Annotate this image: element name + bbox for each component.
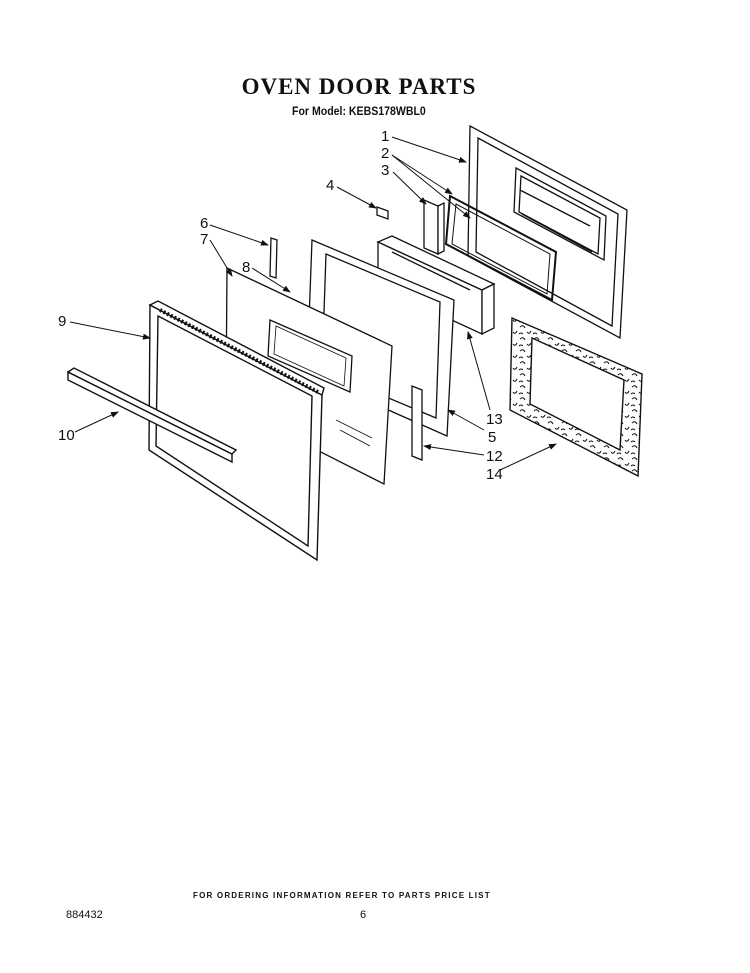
part-hinge-strip	[269, 237, 278, 279]
callout-1: 1	[381, 128, 389, 145]
part-side-trim	[411, 385, 423, 461]
document-number: 884432	[66, 909, 103, 921]
callout-10: 10	[58, 427, 75, 444]
callout-4: 4	[326, 177, 334, 194]
callout-7: 7	[200, 231, 208, 248]
part-door-insulation	[509, 316, 643, 478]
callout-8: 8	[242, 259, 250, 276]
callout-12: 12	[486, 448, 503, 465]
leader-lines	[69, 136, 557, 471]
part-small-clip	[376, 206, 389, 220]
part-door-handle	[66, 367, 238, 464]
callout-14: 14	[486, 466, 503, 483]
part-door-gasket	[444, 194, 558, 302]
model-label: For Model: KEBS178WBL0	[292, 104, 426, 118]
callout-labels: 1 2 3 4 6 7 8 9 10 13 5 12 14	[58, 128, 503, 483]
callout-2: 2	[381, 145, 389, 162]
callout-6: 6	[200, 215, 208, 232]
callout-13: 13	[486, 411, 503, 428]
page-number: 6	[360, 909, 367, 921]
part-window-glass	[225, 266, 393, 486]
part-outer-door-panel	[148, 300, 325, 562]
callout-9: 9	[58, 313, 66, 330]
callout-3: 3	[381, 162, 389, 179]
part-latch-bracket	[423, 199, 445, 256]
part-insulation-retainer	[376, 235, 496, 336]
page-title: OVEN DOOR PARTS	[241, 74, 477, 99]
ordering-note: FOR ORDERING INFORMATION REFER TO PARTS …	[193, 891, 491, 900]
callout-5: 5	[488, 429, 496, 446]
